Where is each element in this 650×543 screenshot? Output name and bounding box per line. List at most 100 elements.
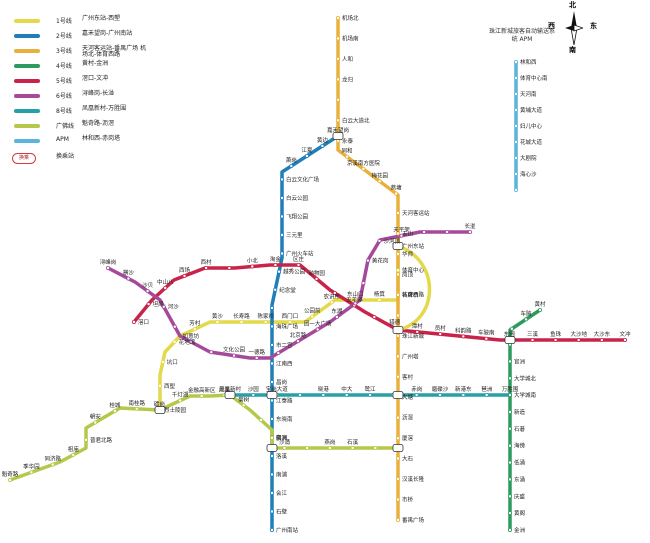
- station-dot: [7, 477, 12, 482]
- station-label: 区庄: [293, 255, 305, 263]
- station-dot: [344, 392, 349, 397]
- station-label: 东晓南: [276, 415, 293, 423]
- station-dot: [422, 229, 427, 234]
- station-label: 低涌: [514, 459, 525, 467]
- legend-line-name: 4号线: [56, 63, 72, 70]
- station-dot: [361, 166, 366, 171]
- station-label: 南浦: [276, 471, 288, 479]
- station-dot: [199, 393, 204, 398]
- station-label: 石壁: [276, 508, 288, 516]
- station-dot: [157, 383, 162, 388]
- station-label: 天河客运站: [402, 209, 430, 217]
- station-label: 市桥: [402, 496, 414, 504]
- station-dot: [335, 36, 340, 41]
- station-label: 桂城: [109, 401, 121, 409]
- station-label: 海珠广场: [276, 322, 299, 330]
- legend-swatch: [14, 94, 40, 98]
- station-label: 龙归: [342, 75, 353, 83]
- station-dot: [279, 232, 284, 237]
- station-label: 团一大广场: [304, 319, 332, 327]
- station-label: 淘金: [270, 255, 282, 263]
- station-label: 黄边: [317, 136, 329, 144]
- station-dot: [282, 445, 287, 450]
- station-dot: [395, 211, 400, 216]
- station-dot: [215, 319, 220, 324]
- legend-line-route: 广州东站-西塱: [82, 15, 121, 22]
- station-dot: [514, 92, 519, 97]
- station-label: 大石: [402, 455, 414, 463]
- station-label: 黄沙: [212, 312, 224, 320]
- station-label: 花地湾: [179, 338, 196, 346]
- station-label: 鹭江: [364, 385, 376, 393]
- station-dot: [576, 337, 581, 342]
- station-label: 林和西: [520, 58, 537, 66]
- station-label: 河沙: [168, 303, 180, 311]
- station-label: 沙河顶: [384, 237, 401, 245]
- station-dot: [269, 324, 274, 329]
- station-dot: [172, 339, 177, 344]
- station-label: 西门口: [282, 312, 299, 320]
- station-dot: [507, 511, 512, 516]
- station-dot: [269, 398, 274, 403]
- station-label: 金融高新区: [188, 386, 216, 394]
- station-label: 沙涌: [279, 438, 290, 446]
- station-label: 萧岗: [286, 156, 297, 164]
- legend-swatch: [14, 79, 40, 83]
- station-label: 机场北: [342, 14, 359, 22]
- station-label: 石碁: [514, 425, 526, 433]
- station-dot: [182, 273, 187, 278]
- station-label: 文冲: [619, 330, 631, 338]
- compass-north: 北: [569, 1, 576, 9]
- station-dot: [269, 509, 274, 514]
- station-dot: [250, 264, 255, 269]
- station-label: 白云大道北: [342, 116, 370, 124]
- legend-line-route: 魁奇路-沥滘: [82, 120, 115, 127]
- station-label: 黄村: [534, 300, 546, 308]
- station-dot: [415, 329, 420, 334]
- transfer-symbol-icon: 换乘: [12, 153, 36, 164]
- legend-swatch: [14, 19, 40, 23]
- station-label: 普君北路: [90, 436, 113, 444]
- station-dot: [353, 301, 358, 306]
- station-dot: [315, 327, 320, 332]
- station-label: 石牌桥: [402, 291, 419, 299]
- station-dot: [484, 392, 489, 397]
- station-label: 祖庙: [68, 445, 80, 453]
- station-dot: [395, 231, 400, 236]
- legend-swatch: [14, 49, 40, 53]
- legend-row: 1号线广州东站-西塱: [10, 14, 148, 29]
- station-label: 晓港: [318, 385, 330, 393]
- station-dot: [269, 453, 274, 458]
- station-dot: [146, 302, 151, 307]
- station-dot: [263, 319, 268, 324]
- station-label: 坑口: [167, 358, 178, 366]
- station-dot: [106, 265, 111, 270]
- station-label: 东圃: [504, 330, 516, 338]
- station-dot: [395, 333, 400, 338]
- station-dot: [332, 290, 337, 295]
- station-dot: [377, 238, 382, 243]
- station-dot: [163, 285, 168, 290]
- station-label: 东涌: [514, 475, 525, 483]
- station-label: 江泰路: [276, 397, 293, 405]
- station-dot: [367, 392, 372, 397]
- station-label: 千灯湖: [172, 391, 189, 399]
- station-dot: [395, 477, 400, 482]
- compass-rose-icon: [565, 11, 583, 45]
- legend-row: 3号线天河客运站-番禺广场 机场北-体育西路: [10, 44, 148, 59]
- legend-line-name: 2号线: [56, 33, 72, 40]
- legend-line-name: APM: [56, 136, 69, 143]
- station-label: 客村: [402, 373, 414, 381]
- station-label: 大学城北: [514, 374, 537, 382]
- station-dot: [334, 314, 339, 319]
- station-label: 大沙东: [594, 330, 611, 338]
- station-dot: [361, 281, 366, 286]
- station-dot: [377, 179, 382, 184]
- station-dot: [310, 314, 315, 319]
- station-dot: [289, 163, 294, 168]
- station-dot: [514, 60, 519, 65]
- station-dot: [231, 353, 236, 358]
- station-dot: [377, 297, 382, 302]
- station-label: 厦滘: [402, 434, 414, 442]
- station-dot: [305, 445, 310, 450]
